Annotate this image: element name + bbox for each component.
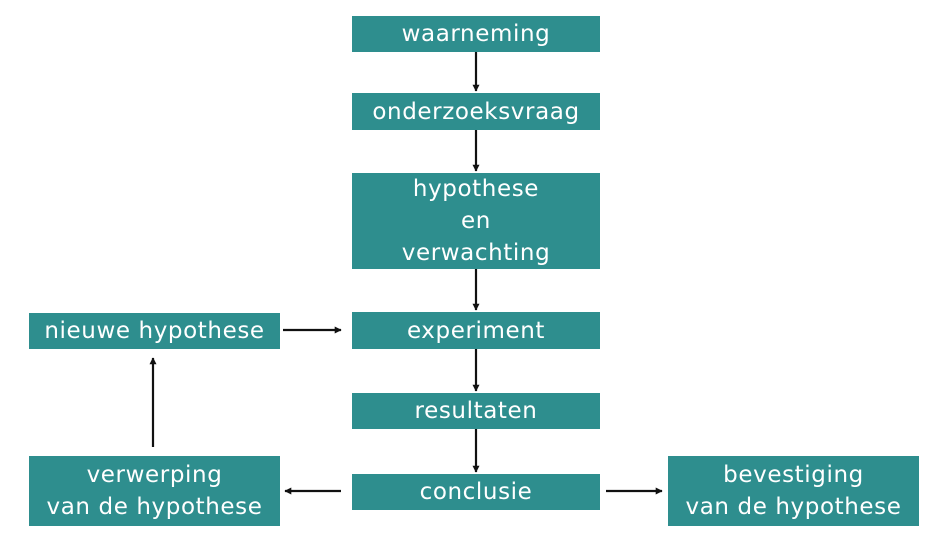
bevestiging-line-1: bevestiging bbox=[723, 462, 864, 488]
bevestiging-line-2: van de hypothese bbox=[685, 494, 902, 520]
verwerping-line-1: verwerping bbox=[86, 462, 223, 488]
box-bevestiging-van-de-hypothese: bevestiging van de hypothese bbox=[668, 456, 919, 526]
box-conclusie: conclusie bbox=[352, 474, 600, 510]
hypothese-line-1: hypothese bbox=[412, 176, 540, 202]
hypothese-line-3: verwachting bbox=[401, 240, 551, 266]
box-hypothese-en-verwachting: hypothese en verwachting bbox=[352, 173, 600, 269]
box-waarneming: waarneming bbox=[352, 16, 600, 52]
box-onderzoeksvraag: onderzoeksvraag bbox=[352, 93, 600, 130]
box-nieuwe-hypothese: nieuwe hypothese bbox=[29, 313, 280, 349]
box-experiment: experiment bbox=[352, 312, 600, 349]
box-verwerping-van-de-hypothese: verwerping van de hypothese bbox=[29, 456, 280, 526]
box-resultaten: resultaten bbox=[352, 393, 600, 429]
verwerping-line-2: van de hypothese bbox=[46, 494, 263, 520]
hypothese-line-2: en bbox=[461, 208, 491, 234]
